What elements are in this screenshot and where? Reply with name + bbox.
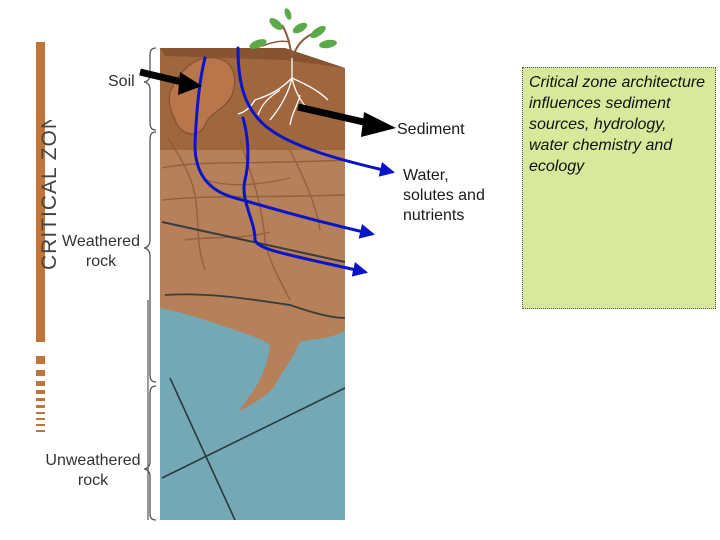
weathered-rock-layer <box>160 100 345 412</box>
unweathered-rock-label: Unweathered rock <box>40 451 146 491</box>
plant <box>249 8 337 59</box>
fault-line-upper <box>161 221 346 263</box>
fault-line-middle <box>164 293 346 319</box>
soil-label-text: Soil <box>108 73 135 90</box>
plant-roots <box>237 58 329 126</box>
fracture-bedrock-a <box>161 387 346 479</box>
unweathered-rock-label-line-2: rock <box>77 472 109 489</box>
weathered-rock-label-line-1: Weathered <box>62 233 140 250</box>
critical-zone-title: CRITICAL ZONE <box>38 120 61 270</box>
layer-brackets <box>143 47 157 521</box>
critical-zone-label: CRITICAL ZONE <box>38 120 61 270</box>
soil-label: Soil <box>108 72 135 92</box>
critical-zone-bar <box>36 42 45 432</box>
water-label-line-3: nutrients <box>403 207 465 224</box>
unweathered-rock-label-line-1: Unweathered <box>45 452 141 469</box>
water-path-1 <box>236 46 395 177</box>
soil-input-arrow <box>139 68 202 95</box>
critical-zone-note: Critical zone architecture influences se… <box>522 67 716 309</box>
sediment-label: Sediment <box>397 120 465 140</box>
water-label-line-1: Water, <box>403 167 449 184</box>
critical-zone-note-text: Critical zone architecture influences se… <box>529 74 706 175</box>
fracture-bedrock-b <box>169 377 236 521</box>
sediment-arrow <box>297 103 396 137</box>
water-label-line-2: solutes and <box>403 187 485 204</box>
water-path-3 <box>241 116 368 277</box>
weathered-rock-label: Weathered rock <box>58 232 144 272</box>
weathered-rock-label-line-2: rock <box>85 253 117 270</box>
soil-column <box>147 48 346 521</box>
water-label: Water, solutes and nutrients <box>403 166 485 226</box>
water-path-2 <box>193 56 375 239</box>
sediment-label-text: Sediment <box>397 121 465 138</box>
water-flow-paths <box>193 46 395 277</box>
